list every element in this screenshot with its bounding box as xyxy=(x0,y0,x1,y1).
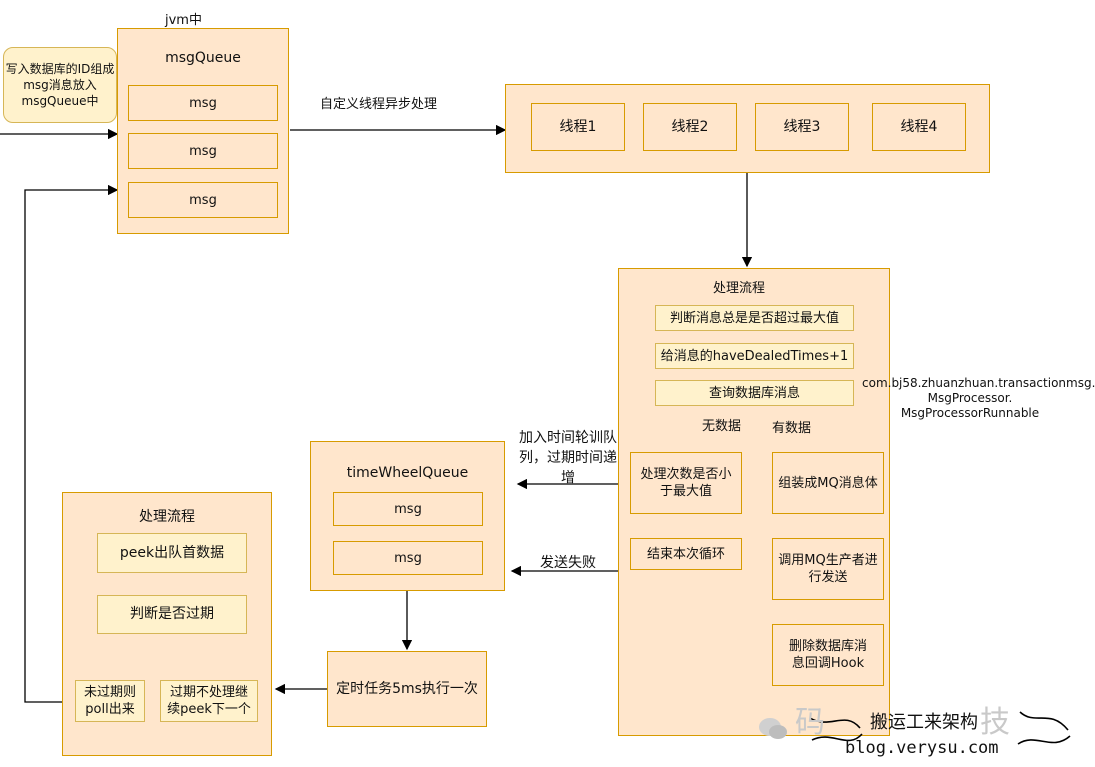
peek-head: peek出队首数据 xyxy=(97,533,247,573)
step-increment-times: 给消息的haveDealedTimes+1 xyxy=(655,343,854,369)
watermark-ornament-icon: 码 技 xyxy=(795,705,1071,745)
class-name-line: com.bj58.zhuanzhuan.transactionmsg. xyxy=(862,376,1095,390)
has-data-label: 有数据 xyxy=(770,420,814,437)
time-wheel-title: timeWheelQueue xyxy=(346,465,469,481)
msg-queue-item: msg xyxy=(128,182,278,218)
timer-task: 定时任务5ms执行一次 xyxy=(327,651,487,727)
step-query-db: 查询数据库消息 xyxy=(655,380,854,406)
watermark-text: 搬运工来架构 xyxy=(870,712,978,733)
async-label: 自定义线程异步处理 xyxy=(320,97,438,112)
process-flow-left-title: 处理流程 xyxy=(139,509,195,525)
process-flow-right-title: 处理流程 xyxy=(712,281,765,296)
thread-box: 线程3 xyxy=(755,103,849,151)
svg-text:码: 码 xyxy=(795,705,825,740)
loop-back-arrow xyxy=(24,184,119,703)
step-check-total: 判断消息总是是否超过最大值 xyxy=(655,305,854,331)
svg-text:技: 技 xyxy=(980,705,1010,740)
check-max-times: 处理次数是否小于最大值 xyxy=(630,452,742,514)
send-fail-label: 发送失败 xyxy=(540,555,596,571)
time-wheel-item: msg xyxy=(333,492,483,526)
assemble-mq-message: 组装成MQ消息体 xyxy=(772,452,884,514)
watermark: 码 技 搬运工来架构 blog.verysu.com xyxy=(750,700,1078,766)
jvm-label: jvm中 xyxy=(165,13,202,28)
end-loop: 结束本次循环 xyxy=(630,538,742,570)
msg-queue-item: msg xyxy=(128,133,278,169)
class-name-line: MsgProcessorRunnable xyxy=(900,406,1040,420)
input-note-text: 写入数据库的ID组成msg消息放入msgQueue中 xyxy=(5,62,115,108)
watermark-url: blog.verysu.com xyxy=(845,738,999,758)
expired-peek-next: 过期不处理继续peek下一个 xyxy=(160,680,258,722)
send-mq: 调用MQ生产者进行发送 xyxy=(772,538,884,600)
time-wheel-queue: timeWheelQueue msg msg xyxy=(310,441,505,591)
join-wheel-label: 加入时间轮训队列，过期时间递增 xyxy=(519,430,617,486)
thread-box: 线程4 xyxy=(872,103,966,151)
wechat-icon xyxy=(759,718,787,739)
msg-queue-container: msgQueue msg msg msg xyxy=(117,28,289,234)
class-name-label: com.bj58.zhuanzhuan.transactionmsg. MsgP… xyxy=(862,376,1095,421)
not-expired-poll: 未过期则poll出来 xyxy=(75,680,145,722)
input-note: 写入数据库的ID组成msg消息放入msgQueue中 xyxy=(3,47,117,123)
no-data-label: 无数据 xyxy=(700,418,744,435)
check-expired: 判断是否过期 xyxy=(97,595,247,634)
thread-pool: 线程1 线程2 线程3 线程4 xyxy=(505,84,990,173)
thread-box: 线程1 xyxy=(531,103,625,151)
msg-queue-title: msgQueue xyxy=(165,50,241,66)
class-name-line: MsgProcessor. xyxy=(927,391,1013,405)
delete-db-callback: 删除数据库消息回调Hook xyxy=(772,624,884,686)
msg-queue-item: msg xyxy=(128,85,278,121)
thread-box: 线程2 xyxy=(643,103,737,151)
time-wheel-item: msg xyxy=(333,541,483,575)
